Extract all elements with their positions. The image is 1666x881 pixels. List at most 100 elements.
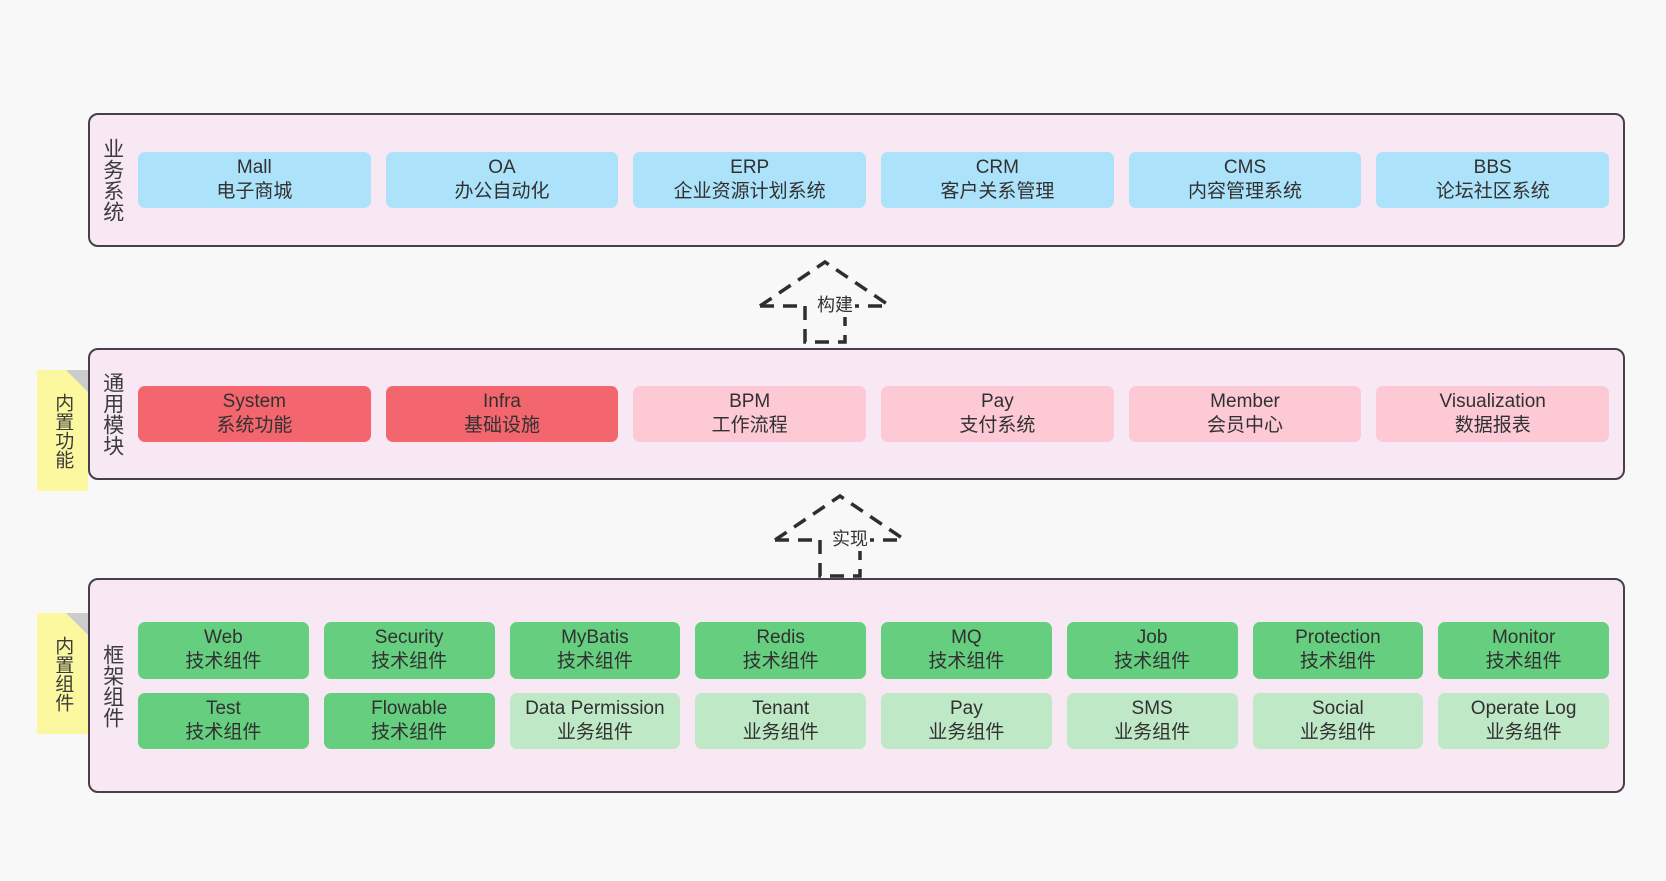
card-subtitle: 业务组件 [1299,721,1376,743]
card-title: Redis [756,626,805,648]
card-operate-log[interactable]: Operate Log 业务组件 [1438,692,1609,750]
card-protection[interactable]: Protection 技术组件 [1252,621,1424,679]
connector-build-label: 构建 [815,291,855,317]
card-bbs[interactable]: BBS 论坛社区系统 [1376,151,1610,209]
card-sms[interactable]: SMS 业务组件 [1066,692,1238,750]
card-title: Member [1210,390,1280,412]
card-member[interactable]: Member 会员中心 [1128,385,1362,443]
card-subtitle: 论坛社区系统 [1435,181,1550,202]
connector-implement-arrow: 实现 [772,492,917,578]
card-subtitle: 技术组件 [1299,651,1376,673]
card-subtitle: 系统功能 [216,415,293,436]
card-title: CRM [975,156,1019,178]
card-subtitle: 工作流程 [711,415,788,436]
card-title: OA [488,156,516,178]
card-subtitle: 技术组件 [371,721,448,743]
card-title: System [222,390,287,412]
card-title: Operate Log [1470,697,1577,719]
card-row: Test 技术组件 Flowable 技术组件 Data Permission … [138,692,1609,750]
card-title: Pay [950,697,983,719]
card-bpm[interactable]: BPM 工作流程 [633,385,867,443]
card-title: BPM [729,390,771,412]
layer-title-common-module: 通用模块 [100,372,124,456]
card-subtitle: 支付系统 [959,415,1036,436]
card-mq[interactable]: MQ 技术组件 [881,621,1052,679]
note-fold-corner [66,613,88,635]
card-subtitle: 客户关系管理 [940,181,1055,202]
connector-implement-label: 实现 [830,525,870,551]
card-subtitle: 电子商城 [216,181,293,202]
card-pay[interactable]: Pay 支付系统 [881,385,1114,443]
card-infra[interactable]: Infra 基础设施 [385,385,619,443]
card-title: CMS [1223,156,1267,178]
card-title: Security [374,626,444,648]
card-subtitle: 技术组件 [928,651,1005,673]
card-tenant[interactable]: Tenant 业务组件 [695,692,866,750]
card-subtitle: 业务组件 [556,721,633,743]
card-subtitle: 办公自动化 [454,181,550,202]
card-oa[interactable]: OA 办公自动化 [385,151,619,209]
card-title: Test [205,697,241,719]
card-system[interactable]: System 系统功能 [138,385,371,443]
card-pay-business[interactable]: Pay 业务组件 [881,692,1052,750]
card-title: Web [204,626,243,648]
card-subtitle: 技术组件 [371,651,448,673]
note-built-in-feature: 内置功能 [37,370,88,491]
layer-cards-common-module: System 系统功能 Infra 基础设施 BPM 工作流程 Pay 支付系统… [134,350,1623,478]
card-title: Visualization [1439,390,1546,412]
card-monitor[interactable]: Monitor 技术组件 [1438,621,1609,679]
card-crm[interactable]: CRM 客户关系管理 [881,151,1114,209]
card-cms[interactable]: CMS 内容管理系统 [1128,151,1362,209]
card-row: Mall 电子商城 OA 办公自动化 ERP 企业资源计划系统 CRM 客户关系… [138,151,1610,209]
card-job[interactable]: Job 技术组件 [1066,621,1238,679]
card-subtitle: 基础设施 [464,415,541,436]
layer-business-system: 业务系统 Mall 电子商城 OA 办公自动化 ERP 企业资源计划系统 CRM… [88,113,1625,247]
note-fold-corner [66,370,88,392]
card-title: Tenant [752,697,810,719]
card-subtitle: 企业资源计划系统 [673,181,826,202]
card-redis[interactable]: Redis 技术组件 [695,621,866,679]
layer-title-business-system: 业务系统 [100,138,124,222]
card-subtitle: 技术组件 [1114,651,1191,673]
note-built-in-component: 内置组件 [37,613,88,734]
card-subtitle: 技术组件 [1485,651,1562,673]
card-mybatis[interactable]: MyBatis 技术组件 [509,621,681,679]
card-row: Web 技术组件 Security 技术组件 MyBatis 技术组件 Redi… [138,621,1609,679]
layer-cards-framework-component: Web 技术组件 Security 技术组件 MyBatis 技术组件 Redi… [134,580,1623,791]
card-title: Mall [236,156,272,178]
card-title: Social [1312,697,1364,719]
card-title: MyBatis [561,626,629,648]
card-subtitle: 会员中心 [1207,415,1284,436]
note-label: 内置功能 [52,392,74,469]
card-security[interactable]: Security 技术组件 [323,621,495,679]
card-social[interactable]: Social 业务组件 [1252,692,1424,750]
card-title: Flowable [371,697,448,719]
card-subtitle: 技术组件 [185,651,262,673]
card-visualization[interactable]: Visualization 数据报表 [1376,385,1610,443]
card-subtitle: 内容管理系统 [1188,181,1303,202]
card-subtitle: 数据报表 [1454,415,1531,436]
card-mall[interactable]: Mall 电子商城 [138,151,371,209]
layer-common-module: 通用模块 System 系统功能 Infra 基础设施 BPM 工作流程 Pay… [88,348,1625,480]
card-subtitle: 业务组件 [1114,721,1191,743]
card-data-permission[interactable]: Data Permission 业务组件 [509,692,681,750]
layer-title-framework-component: 框架组件 [100,643,124,728]
card-title: Protection [1295,626,1381,648]
card-title: Pay [980,390,1014,412]
card-title: MQ [951,626,982,648]
card-title: Monitor [1491,626,1556,648]
card-subtitle: 技术组件 [185,721,262,743]
card-flowable[interactable]: Flowable 技术组件 [323,692,495,750]
card-title: SMS [1131,697,1173,719]
card-subtitle: 业务组件 [928,721,1005,743]
note-label: 内置组件 [52,635,74,712]
layer-cards-business-system: Mall 电子商城 OA 办公自动化 ERP 企业资源计划系统 CRM 客户关系… [134,115,1623,245]
card-title: Job [1136,626,1168,648]
card-subtitle: 技术组件 [556,651,633,673]
card-erp[interactable]: ERP 企业资源计划系统 [633,151,867,209]
card-test[interactable]: Test 技术组件 [138,692,309,750]
card-subtitle: 技术组件 [742,651,819,673]
card-subtitle: 业务组件 [1485,721,1562,743]
card-web[interactable]: Web 技术组件 [138,621,309,679]
